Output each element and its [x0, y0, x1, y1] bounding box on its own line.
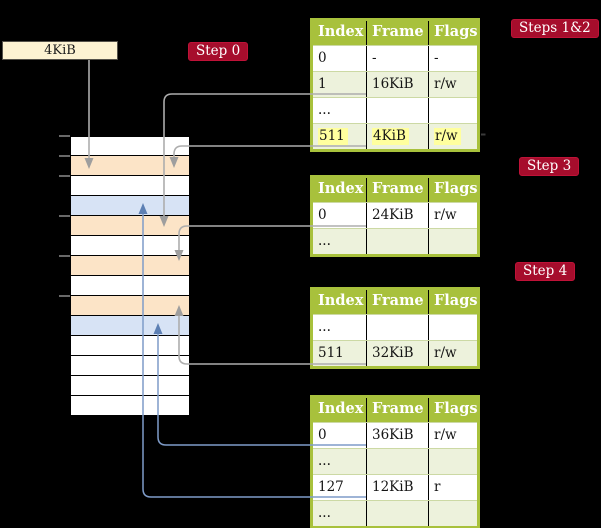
pte-cell: r/w — [428, 72, 477, 97]
pte-cell: ... — [318, 233, 331, 249]
highlighted-value: r/w — [434, 128, 461, 145]
memory-frame-row-white — [70, 356, 190, 376]
column-header-flags: Flags — [428, 178, 477, 202]
pte-row: ... — [313, 314, 477, 340]
pte-cell: ... — [318, 453, 331, 469]
pte-cell: ... — [318, 505, 331, 521]
memory-frame-row-peach — [70, 216, 190, 236]
pte-cell — [366, 315, 428, 340]
badge-step-0: Step 0 — [188, 42, 249, 61]
pte-cell: r — [428, 475, 477, 500]
memory-frame-row-white — [70, 376, 190, 396]
memory-frame-row-blue — [70, 316, 190, 336]
memory-frame-row-white — [70, 336, 190, 356]
column-header-flags: Flags — [428, 21, 477, 45]
pte-cell — [366, 229, 428, 254]
column-header-index: Index — [318, 23, 364, 40]
pte-cell: 0 — [318, 427, 327, 443]
pte-row: ... — [313, 500, 477, 526]
pte-cell: 0 — [318, 50, 327, 66]
column-header-frame: Frame — [366, 398, 428, 422]
pte-cell: 24KiB — [366, 203, 428, 228]
memory-frame-row-blue — [70, 196, 190, 216]
pte-cell — [428, 229, 477, 254]
memory-frame-row-peach — [70, 296, 190, 316]
badge-step-3: Step 3 — [519, 157, 580, 176]
memory-frame-row-white — [70, 276, 190, 296]
pte-cell: 511 — [318, 345, 344, 361]
pte-row: ... — [313, 228, 477, 254]
pte-cell: 4KiB — [366, 124, 428, 149]
pte-row: ... — [313, 97, 477, 123]
pte-cell: ... — [318, 102, 331, 118]
pte-cell: ... — [318, 319, 331, 335]
pte-cell: 511 — [313, 124, 366, 149]
column-header-index: Index — [318, 400, 364, 417]
memory-frame-row-white — [70, 176, 190, 196]
pte-row: 511 4KiB r/w — [313, 123, 477, 149]
pte-cell — [366, 501, 428, 526]
memory-frame-row-peach — [70, 156, 190, 176]
column-header-frame: Frame — [366, 21, 428, 45]
address-tick-marks — [59, 135, 70, 297]
physical-memory-stack — [70, 136, 190, 416]
badge-steps-1-2: Steps 1&2 — [511, 19, 599, 38]
memory-frame-row-white — [70, 236, 190, 256]
column-header-index: Index — [318, 180, 364, 197]
pte-cell: r/w — [428, 124, 477, 149]
pte-cell: 127 — [318, 479, 344, 495]
pte-cell — [428, 449, 477, 474]
highlighted-value: 4KiB — [372, 128, 409, 145]
memory-frame-row-white — [70, 136, 190, 156]
pte-cell — [428, 501, 477, 526]
pte-cell: 16KiB — [366, 72, 428, 97]
pte-cell: - — [366, 46, 428, 71]
pte-cell — [366, 449, 428, 474]
pte-row: ... — [313, 448, 477, 474]
column-header-flags: Flags — [428, 398, 477, 422]
pte-cell: 36KiB — [366, 423, 428, 448]
frame-4kib-box: 4KiB — [2, 41, 118, 60]
pte-cell: 1 — [318, 76, 327, 92]
memory-frame-row-peach — [70, 256, 190, 276]
pte-cell: - — [428, 46, 477, 71]
pte-cell — [428, 98, 477, 123]
pte-cell — [428, 315, 477, 340]
badge-step-4: Step 4 — [515, 262, 576, 281]
pte-cell — [366, 98, 428, 123]
column-header-frame: Frame — [366, 178, 428, 202]
column-header-flags: Flags — [428, 290, 477, 314]
pte-cell: r/w — [428, 423, 477, 448]
connector-stub — [481, 133, 486, 136]
pte-cell: r/w — [428, 203, 477, 228]
pte-cell: r/w — [428, 341, 477, 366]
pte-cell: 32KiB — [366, 341, 428, 366]
column-header-frame: Frame — [366, 290, 428, 314]
pte-cell: 12KiB — [366, 475, 428, 500]
highlighted-value: 511 — [318, 128, 348, 145]
memory-frame-row-white — [70, 396, 190, 416]
pte-cell: 0 — [318, 207, 327, 223]
pte-row: 0 -- — [313, 45, 477, 71]
column-header-index: Index — [318, 292, 364, 309]
